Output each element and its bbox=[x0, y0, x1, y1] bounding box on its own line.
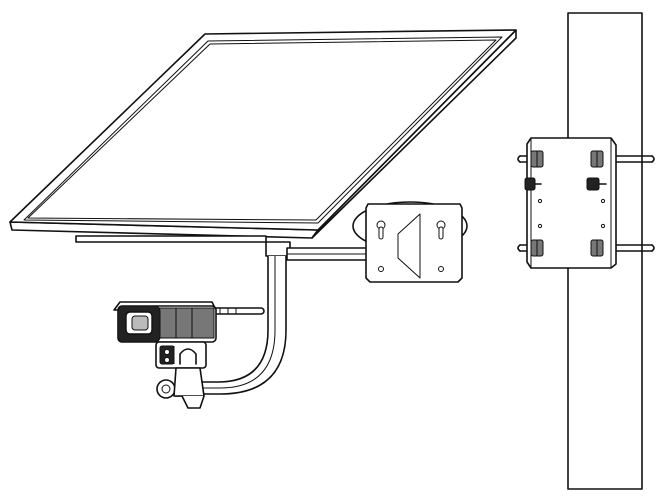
keyhole-slot-left bbox=[376, 220, 386, 240]
solar-panel bbox=[9, 29, 517, 243]
pole-mount-bracket bbox=[517, 137, 655, 269]
wall-mount-plate bbox=[352, 201, 468, 283]
bullet-camera bbox=[113, 301, 265, 409]
keyhole-slot-right bbox=[436, 220, 446, 240]
